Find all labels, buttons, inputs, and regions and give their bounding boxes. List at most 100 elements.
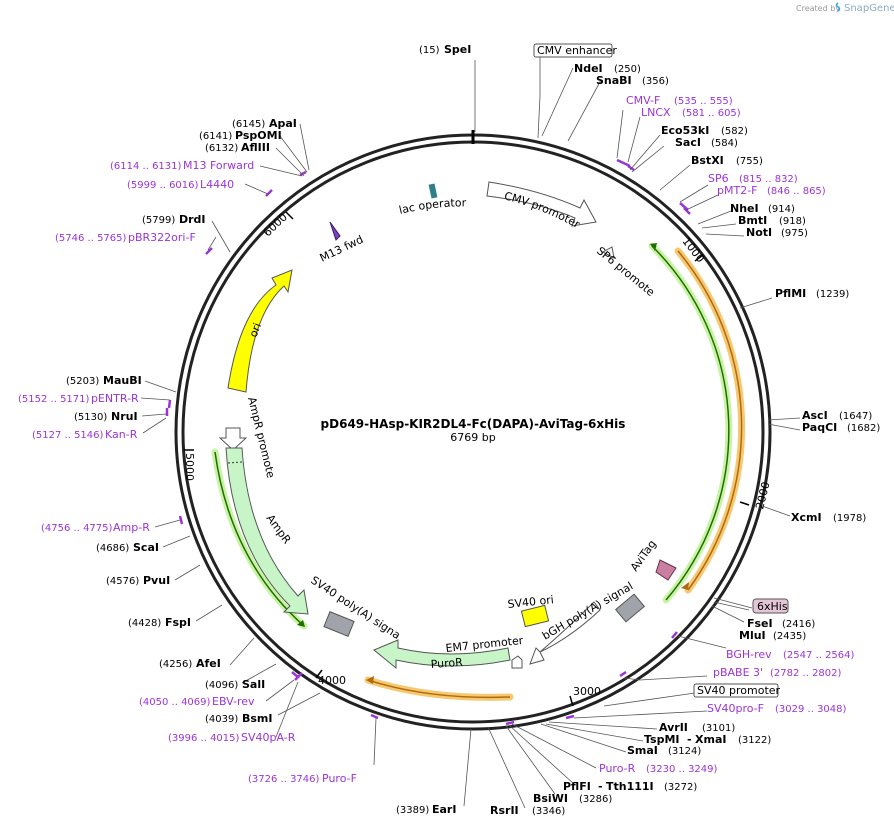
enzyme-paqci[interactable]: PaqCI — [802, 421, 837, 434]
enzyme-sali[interactable]: SalI — [242, 678, 265, 691]
enzyme-apai-pos: (6145) — [232, 119, 265, 130]
enzyme-pflmi[interactable]: PflMI — [775, 287, 806, 300]
enzyme-ndei[interactable]: NdeI — [574, 62, 603, 75]
enzyme-scai[interactable]: ScaI — [133, 541, 159, 554]
primer-pbr322[interactable]: pBR322ori-F — [128, 231, 196, 244]
primer-pentr-pos: (5152 .. 5171) — [18, 394, 90, 405]
primer-mark-ampr — [178, 515, 184, 525]
primer-sv40prof-pos: (3029 .. 3048) — [775, 704, 847, 715]
enzyme-xmai-pos: (3122) — [738, 735, 771, 746]
svg-text:-: - — [687, 733, 692, 746]
enzyme-fsei-pos: (2416) — [782, 619, 815, 630]
primer-bghrev[interactable]: BGH-rev — [726, 648, 772, 661]
enzyme-pflmi-pos: (1239) — [816, 289, 849, 300]
primer-kanr[interactable]: Kan-R — [105, 428, 138, 441]
enzyme-xcmi[interactable]: XcmI — [791, 511, 822, 524]
enzyme-msei[interactable]: FseI — [747, 617, 773, 630]
tick-6000: 6000 — [261, 211, 290, 240]
primer-l4440[interactable]: L4440 — [200, 178, 234, 191]
enzyme-bmti[interactable]: BmtI — [738, 214, 767, 227]
leader-lines — [140, 57, 801, 809]
enzyme-drdi[interactable]: DrdI — [179, 213, 206, 226]
enzyme-saci[interactable]: SacI — [675, 136, 701, 149]
enzyme-bsmi[interactable]: BsmI — [242, 712, 273, 725]
enzyme-eco53ki[interactable]: Eco53kI — [661, 124, 709, 137]
lac-operator-label: lac operator — [398, 196, 467, 217]
primer-l4440-pos: (5999 .. 6016) — [127, 180, 199, 191]
enzyme-afei-pos: (4256) — [159, 659, 192, 670]
enzyme-maubi[interactable]: MauBI — [103, 374, 142, 387]
enzyme-spei-pos: (15) — [419, 45, 440, 56]
avitag-marker — [655, 559, 677, 581]
enzyme-mlui[interactable]: MluI — [739, 629, 766, 642]
enzyme-bstxi[interactable]: BstXI — [691, 154, 724, 167]
primer-purof[interactable]: Puro-F — [322, 772, 357, 785]
primer-m13[interactable]: M13 Forward — [183, 159, 254, 172]
enzyme-rsrii[interactable]: RsrII — [490, 804, 519, 817]
enzyme-pspomi[interactable]: PspOMI — [235, 129, 282, 142]
primer-sv40prof[interactable]: SV40pro-F — [707, 702, 764, 715]
enzyme-nrui[interactable]: NruI — [111, 410, 138, 423]
primer-ampr-pos: (4756 .. 4775) — [41, 523, 113, 534]
primer-pentr[interactable]: pENTR-R — [91, 392, 139, 405]
bgh-grey-box — [614, 593, 646, 623]
enzyme-tspmi[interactable]: TspMI — [644, 733, 680, 746]
enzyme-drdi-pos: (5799) — [142, 215, 175, 226]
primer-mark-m13 — [299, 170, 307, 177]
primer-kanr-pos: (5127 .. 5146) — [32, 430, 104, 441]
enzyme-asci-pos: (1647) — [839, 411, 872, 422]
primer-mark-l4440 — [265, 189, 273, 197]
credit-brand: SnapGene — [844, 3, 894, 14]
primer-cmvf-pos: (535 .. 555) — [674, 96, 733, 107]
sv40-promoter-label: SV40 promoter — [697, 684, 781, 697]
enzyme-noti[interactable]: NotI — [746, 226, 772, 239]
enzyme-snabi[interactable]: SnaBI — [596, 74, 632, 87]
enzyme-spei[interactable]: SpeI — [444, 43, 471, 56]
sv40-ori-label: SV40 ori — [507, 593, 554, 611]
enzyme-nhei[interactable]: NheI — [730, 202, 759, 215]
svg-text:-: - — [598, 780, 603, 793]
enzyme-paqci-pos: (1682) — [847, 423, 880, 434]
6xhis-label: 6xHis — [757, 600, 788, 613]
primer-lncx[interactable]: LNCX — [641, 106, 671, 119]
enzyme-pvui[interactable]: PvuI — [143, 574, 170, 587]
sv40-polya-box — [323, 611, 355, 637]
enzyme-apai[interactable]: ApaI — [269, 117, 297, 130]
enzyme-asci[interactable]: AscI — [802, 409, 828, 422]
enzyme-tth111i[interactable]: Tth111I — [606, 780, 654, 793]
enzyme-pspomi-pos: (6141) — [199, 131, 232, 142]
primer-pbabe[interactable]: pBABE 3' — [713, 666, 763, 679]
avitag-label: AviTag™ — [0, 0, 659, 574]
enzyme-nrui-pos: (5130) — [74, 412, 107, 423]
enzyme-smai[interactable]: SmaI — [627, 744, 658, 757]
enzyme-afliii[interactable]: AflIII — [241, 141, 270, 154]
bgh-polya-arrow — [529, 601, 601, 665]
primer-sv40par[interactable]: SV40pA-R — [241, 731, 296, 744]
primer-puror[interactable]: Puro-R — [599, 762, 636, 775]
enzyme-fspi[interactable]: FspI — [165, 616, 191, 629]
enzyme-avrii[interactable]: AvrII — [659, 721, 688, 734]
enzyme-afei[interactable]: AfeI — [196, 657, 221, 670]
primer-sv40par-pos: (3996 .. 4015) — [168, 733, 240, 744]
enzyme-xmai[interactable]: XmaI — [695, 733, 726, 746]
credit-prefix: Created by — [796, 4, 840, 13]
enzyme-bsiwi[interactable]: BsiWI — [533, 792, 568, 805]
primer-sp6[interactable]: SP6 — [708, 172, 729, 185]
enzyme-maubi-pos: (5203) — [66, 376, 99, 387]
primer-cmvf[interactable]: CMV-F — [626, 94, 660, 107]
primer-mark-puror — [505, 720, 515, 726]
enzyme-eari[interactable]: EarI — [432, 803, 456, 816]
em7-promoter-arrow — [511, 655, 523, 669]
feature-arcs — [211, 242, 746, 701]
primer-pmt2f[interactable]: pMT2-F — [717, 184, 758, 197]
primer-pmt2f-pos: (846 .. 865) — [767, 186, 826, 197]
enzyme-avrii-pos: (3101) — [702, 723, 735, 734]
primer-labels: CMV-F (535 .. 555) LNCX (581 .. 605) SP6… — [18, 94, 855, 785]
primer-mark-cmvf — [616, 158, 631, 168]
primer-ampr[interactable]: Amp-R — [113, 521, 150, 534]
primer-mark-sv40par — [294, 672, 303, 681]
enzyme-pflfi[interactable]: PflFI — [563, 780, 591, 793]
primer-ebvrev[interactable]: EBV-rev — [212, 695, 255, 708]
enzyme-tth111i-pos: (3272) — [664, 782, 697, 793]
enzyme-afliii-pos: (6132) — [205, 143, 238, 154]
